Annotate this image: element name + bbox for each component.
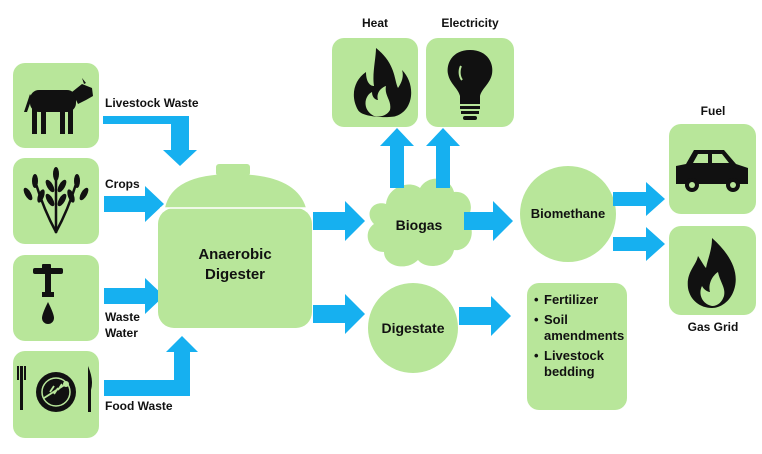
gas-flame-icon: [687, 238, 736, 308]
to-gas-grid-arrow: [613, 227, 665, 261]
digester-shape: [158, 164, 312, 328]
livestock-waste-label: Livestock Waste: [105, 96, 199, 110]
electricity-label: Electricity: [441, 16, 499, 30]
biogas-cloud: [367, 178, 472, 267]
cow-icon: [24, 78, 93, 134]
waste-water-label-2: Water: [105, 326, 138, 340]
biomethane-out-arrows: [613, 182, 665, 261]
lightbulb-icon: [447, 50, 493, 120]
heat-label: Heat: [361, 16, 388, 30]
digester-out-arrows: [313, 201, 365, 334]
biomethane-label: Biomethane: [530, 206, 606, 221]
gas-grid-label: Gas Grid: [687, 320, 739, 334]
plate-fish-icon: [17, 366, 92, 412]
fuel-label: Fuel: [700, 104, 726, 118]
waste-water-arrow: [104, 278, 164, 314]
biogas-label: Biogas: [395, 217, 443, 233]
input-arrows: [103, 116, 198, 396]
to-biomethane-arrow: [464, 201, 513, 241]
digester-label-1: Anaerobic: [198, 246, 272, 263]
faucet-icon: [33, 264, 63, 324]
biomethane-circle: [520, 166, 616, 262]
livestock-arrow: [103, 116, 197, 166]
digester-label-2: Digester: [204, 266, 266, 283]
waste-water-box: [13, 255, 99, 341]
to-electricity-arrow: [426, 128, 460, 188]
to-products-arrow: [459, 296, 511, 336]
flame-icon: [353, 48, 412, 118]
wheat-icon: [23, 167, 89, 234]
waste-water-label-1: Waste: [105, 310, 140, 324]
digestate-label: Digestate: [381, 320, 445, 336]
to-biogas-arrow: [313, 201, 365, 241]
digestate-circle: [368, 283, 458, 373]
car-icon: [676, 150, 748, 192]
to-digestate-arrow: [313, 294, 365, 334]
to-fuel-arrow: [613, 182, 665, 216]
product-item-soil-amendments: Soil amendments: [534, 312, 624, 344]
food-waste-label: Food Waste: [105, 399, 173, 413]
biogas-up-arrows: [380, 128, 460, 188]
product-item-fertilizer: Fertilizer: [534, 292, 624, 308]
product-item-livestock-bedding: Livestock bedding: [534, 348, 624, 380]
to-heat-arrow: [380, 128, 414, 188]
digestate-products-list: Fertilizer Soil amendments Livestock bed…: [534, 292, 624, 384]
food-waste-arrow: [104, 336, 198, 396]
crops-arrow: [104, 186, 164, 222]
crops-label: Crops: [105, 177, 140, 191]
